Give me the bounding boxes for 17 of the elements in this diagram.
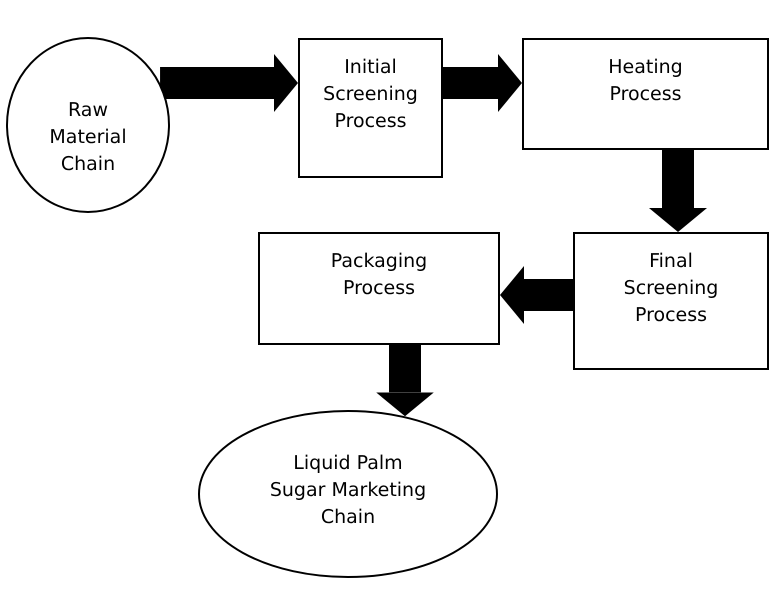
node-label: Liquid Palm Sugar Marketing Chain	[268, 451, 428, 530]
block-arrow	[443, 54, 522, 112]
ellipse-node	[198, 410, 498, 578]
block-arrow	[376, 345, 434, 416]
block-arrow	[160, 54, 298, 112]
process-box	[522, 38, 769, 150]
node-label: Initial Screening Process	[322, 55, 419, 134]
process-box	[573, 232, 769, 370]
ellipse-node	[6, 37, 170, 213]
node-label: Heating Process	[607, 55, 684, 107]
node-label: Final Screening Process	[622, 249, 720, 328]
process-box	[298, 38, 443, 178]
block-arrow	[649, 150, 707, 232]
node-label: Packaging Process	[330, 249, 428, 301]
process-box	[258, 232, 500, 345]
block-arrow	[500, 266, 573, 324]
node-label: Raw Material Chain	[48, 98, 128, 177]
